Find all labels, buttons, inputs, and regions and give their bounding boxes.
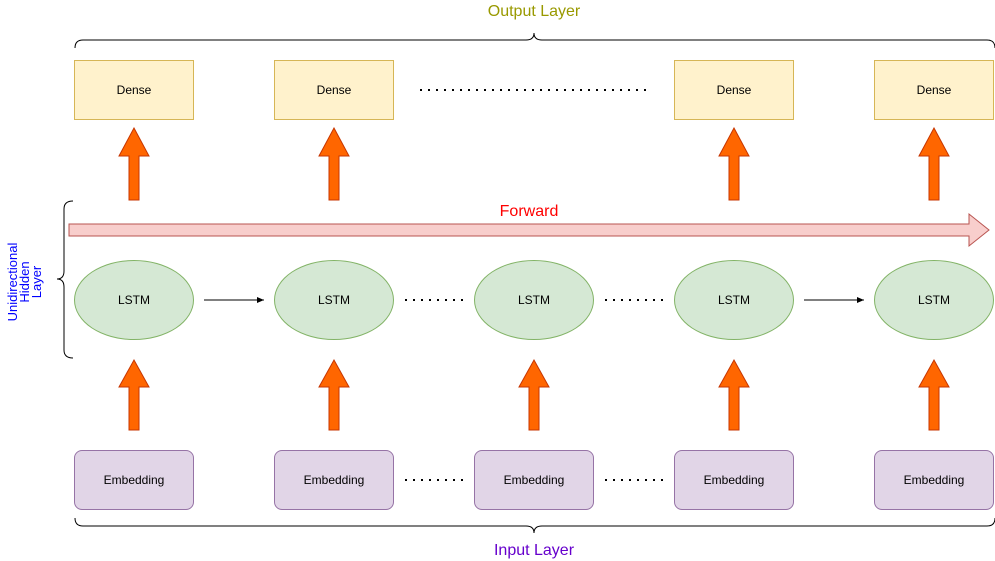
input-layer-label: Input Layer [493, 542, 575, 559]
embedding-node: Embedding [674, 450, 794, 510]
lstm-node: LSTM [474, 260, 594, 340]
lstm-node: LSTM [674, 260, 794, 340]
input-layer-brace [74, 517, 995, 534]
embedding-node: Embedding [874, 450, 994, 510]
up-arrow [718, 126, 750, 201]
forward-arrow [68, 212, 990, 248]
up-arrow [718, 358, 750, 431]
lstm-node: LSTM [74, 260, 194, 340]
forward-label: Forward [499, 203, 559, 220]
up-arrow [118, 358, 150, 431]
hidden-layer-label-line: Layer [29, 265, 44, 299]
dense-node: Dense [274, 60, 394, 120]
lstm-node: LSTM [874, 260, 994, 340]
embedding-to-lstm-arrows [118, 358, 950, 431]
up-arrow [318, 358, 350, 431]
embedding-node: Embedding [274, 450, 394, 510]
hidden-layer-brace [56, 200, 74, 359]
embedding-node: Embedding [74, 450, 194, 510]
dense-node: Dense [74, 60, 194, 120]
hidden-layer-label: Unidirectional Hidden Layer [5, 232, 45, 332]
up-arrow [118, 126, 150, 201]
up-arrow [918, 126, 950, 201]
up-arrow [518, 358, 550, 431]
embedding-node: Embedding [474, 450, 594, 510]
up-arrow [918, 358, 950, 431]
lstm-to-dense-arrows [118, 126, 950, 201]
dense-node: Dense [874, 60, 994, 120]
dense-node: Dense [674, 60, 794, 120]
up-arrow [318, 126, 350, 201]
output-layer-brace [74, 32, 995, 49]
lstm-node: LSTM [274, 260, 394, 340]
output-layer-label: Output Layer [487, 3, 581, 20]
